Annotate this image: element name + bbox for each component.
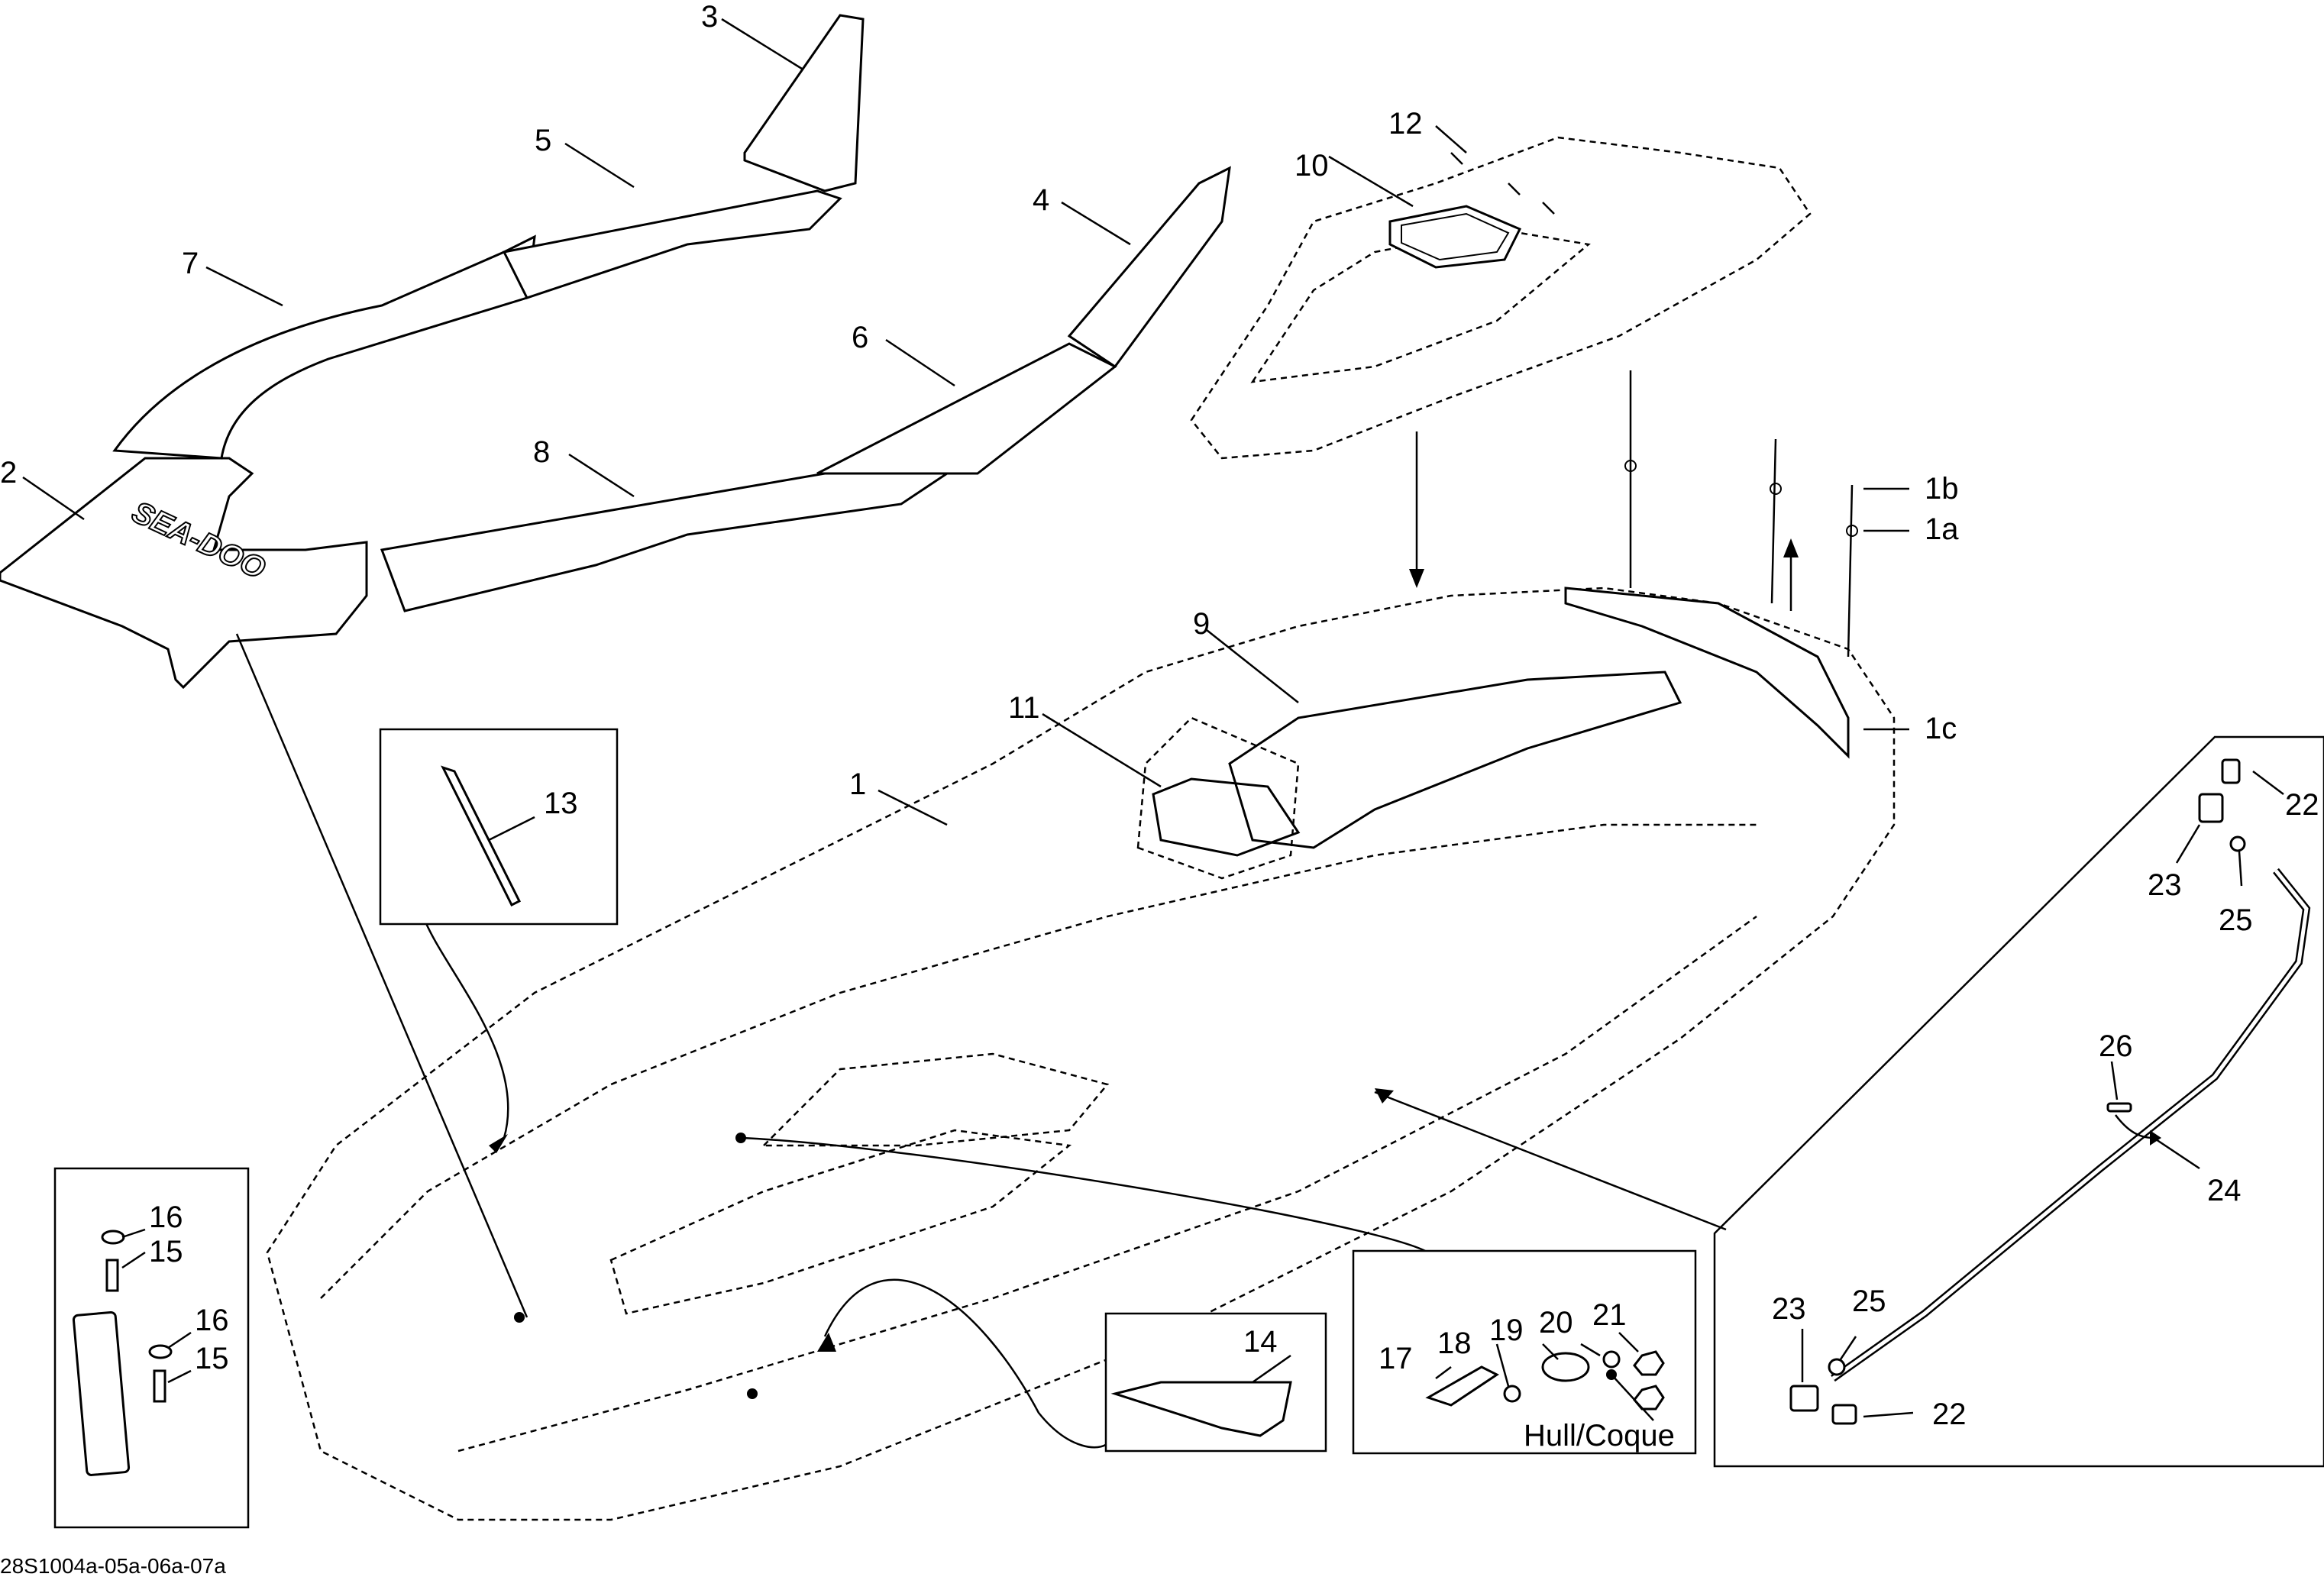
part-25-top	[2229, 835, 2246, 852]
callout-13: 13	[544, 787, 578, 820]
callout-4: 4	[1033, 183, 1049, 217]
washer-1a-a	[1624, 460, 1637, 472]
callout-23a: 23	[2148, 868, 2182, 902]
inset-14	[1104, 1312, 1327, 1453]
hull-note: Hull/Coque	[1524, 1419, 1675, 1453]
callout-16b: 16	[195, 1304, 229, 1337]
mat-3	[743, 14, 865, 192]
part-22-top	[2221, 758, 2241, 784]
callout-15b: 15	[195, 1342, 229, 1375]
callout-14: 14	[1243, 1325, 1278, 1359]
marker-dot-b	[514, 1312, 525, 1323]
hull-inner	[320, 823, 1757, 1299]
part-23-top	[2198, 793, 2224, 823]
part-21	[1633, 1350, 1665, 1376]
mat-2-front	[0, 457, 368, 690]
callout-15a: 15	[149, 1235, 183, 1268]
inset-22-26	[1713, 735, 2324, 1468]
callout-16a: 16	[149, 1201, 183, 1234]
callout-1: 1	[849, 767, 866, 801]
callout-5: 5	[535, 124, 551, 157]
callout-22a: 22	[2285, 788, 2319, 822]
callout-20: 20	[1539, 1306, 1573, 1339]
gasket-9	[1228, 671, 1682, 849]
mat-8	[380, 472, 951, 612]
inset-15-16	[53, 1167, 250, 1529]
part-25-bottom	[1828, 1358, 1846, 1376]
mat-4	[1067, 166, 1231, 369]
leader-lines	[22, 18, 1909, 1449]
gasket-11	[1152, 777, 1301, 857]
upper-deck-inner	[1250, 228, 1591, 383]
seal-10-inner	[1401, 212, 1510, 261]
callout-19: 19	[1489, 1314, 1524, 1347]
part-13	[441, 765, 522, 907]
callout-1a: 1a	[1925, 512, 1959, 546]
hose-24	[1831, 868, 2311, 1382]
inset-13	[379, 728, 619, 926]
drawing-code: 28S1004a-05a-06a-07a	[0, 1554, 226, 1577]
part-23-bottom	[1789, 1385, 1819, 1412]
bolt-1b-b	[1770, 438, 1777, 604]
callout-10: 10	[1295, 149, 1329, 183]
screw-12a	[1450, 152, 1463, 165]
upper-deck-outline	[1190, 136, 1812, 460]
part-26	[2106, 1102, 2132, 1113]
callout-25b: 25	[1852, 1285, 1886, 1318]
callout-17: 17	[1379, 1342, 1413, 1375]
washer-1a-c	[1846, 525, 1858, 537]
callout-2: 2	[0, 456, 17, 490]
callout-23b: 23	[1772, 1292, 1806, 1326]
callout-11: 11	[1008, 691, 1040, 725]
screw-12c	[1542, 202, 1555, 215]
part-19	[1541, 1352, 1590, 1382]
callout-7: 7	[182, 247, 199, 280]
callout-6: 6	[852, 321, 868, 354]
trim-up-arrowhead	[1783, 538, 1799, 557]
hull-storage-well	[1136, 716, 1300, 880]
mat-6	[816, 342, 1117, 475]
callout-25a: 25	[2219, 903, 2253, 937]
hull-rear-dome	[761, 1052, 1110, 1147]
callout-12: 12	[1388, 107, 1423, 141]
callout-18: 18	[1437, 1327, 1472, 1360]
deck-to-hull-arrowhead	[1409, 569, 1424, 588]
callout-9: 9	[1193, 607, 1210, 641]
callout-1c: 1c	[1925, 712, 1957, 745]
hull-assembly	[266, 370, 1896, 1521]
mat-7	[112, 234, 536, 460]
hull-deck-line	[457, 915, 1757, 1453]
washer-1a-b	[1770, 483, 1782, 495]
callout-21: 21	[1592, 1298, 1627, 1332]
upper-deck-assembly	[1190, 136, 1812, 460]
part-22-bottom	[1831, 1404, 1857, 1425]
hull-outline	[266, 587, 1896, 1521]
callout-22b: 22	[1932, 1398, 1967, 1431]
callout-1b: 1b	[1925, 472, 1959, 506]
mat-5	[502, 189, 842, 299]
hull-footwell	[609, 1129, 1072, 1315]
rear-trim-1c	[1564, 587, 1850, 759]
bolt-1b-c	[1847, 484, 1854, 658]
callout-3: 3	[701, 0, 718, 34]
screw-12b	[1508, 183, 1521, 196]
mat-pieces: SEA-DOO	[0, 14, 1231, 690]
callout-24: 24	[2207, 1174, 2242, 1207]
callout-26: 26	[2099, 1029, 2133, 1063]
marker-dot-c	[747, 1388, 758, 1399]
part-rail	[72, 1310, 131, 1476]
inset-17-21	[1352, 1249, 1697, 1455]
part-17	[1425, 1365, 1499, 1407]
callout-8: 8	[533, 435, 550, 469]
part-14	[1110, 1381, 1292, 1437]
